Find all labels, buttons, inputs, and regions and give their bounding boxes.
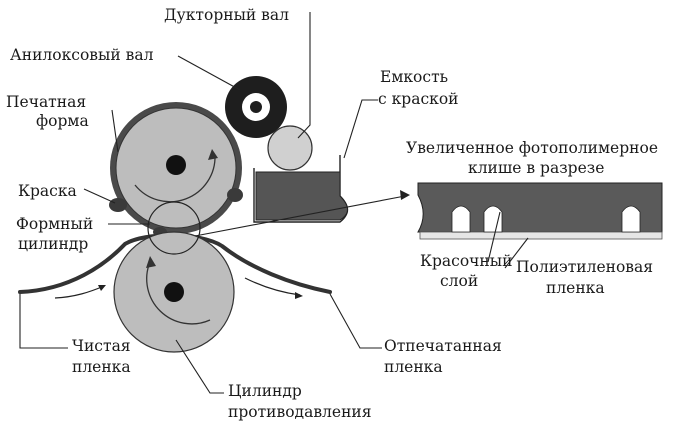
- magnification-line: [194, 195, 406, 237]
- impression-cylinder: [113, 231, 235, 353]
- plate-leader: [111, 109, 119, 153]
- label-printed-film-2: пленка: [384, 358, 443, 376]
- plate-cylinder-axle: [166, 155, 186, 175]
- film-in-arrowhead: [98, 285, 106, 291]
- magnification-arrowhead: [400, 190, 410, 200]
- ink-leader: [83, 188, 116, 204]
- ductor-roll: [225, 76, 287, 138]
- nip-magnifier-circle: [147, 201, 201, 255]
- ink-blobs: [109, 188, 243, 237]
- ink-layer-leader: [487, 211, 501, 263]
- impression-cylinder-axle: [164, 282, 184, 302]
- film-out-arrowhead: [295, 292, 303, 299]
- ink-tank: [253, 155, 349, 223]
- printed-film-leader: [329, 293, 382, 349]
- plate-rotation-arrow: [134, 154, 216, 203]
- labels: Дукторный вал Анилоксовый вал Печатная ф…: [6, 6, 658, 421]
- anilox-roll: [267, 125, 313, 171]
- impression-rotation-arrowhead: [146, 256, 156, 268]
- label-printing-plate-1: Печатная: [6, 93, 86, 111]
- anilox-leader: [177, 55, 241, 91]
- pe-film-leader: [504, 237, 529, 269]
- label-clean-film-1: Чистая: [72, 337, 131, 355]
- label-impression-cyl-2: противодавления: [228, 403, 372, 421]
- label-enlarged-2: клише в разрезе: [468, 159, 604, 177]
- polyethylene-film-strip: [419, 231, 663, 240]
- clean-film-leader: [19, 294, 68, 349]
- label-enlarged-1: Увеличенное фотополимерное: [406, 139, 658, 157]
- label-pe-film-2: пленка: [546, 279, 605, 297]
- ductor-leader: [297, 12, 311, 139]
- label-clean-film-2: пленка: [72, 358, 131, 376]
- impression-leader: [175, 339, 224, 394]
- label-ductor-roll: Дукторный вал: [164, 6, 289, 24]
- label-anilox-roll: Анилоксовый вал: [10, 46, 154, 64]
- impression-rotation-arrow: [146, 261, 211, 325]
- plate-rotation-arrowhead: [208, 149, 218, 160]
- label-plate-cylinder-1: Формный: [16, 215, 93, 233]
- label-impression-cyl-1: Цилиндр: [228, 382, 302, 400]
- leader-lines: [19, 12, 529, 394]
- label-ink-tank-1: Емкость: [380, 68, 448, 86]
- enlarged-plate-section: [417, 182, 663, 240]
- film-in-arrow: [54, 285, 105, 299]
- label-ink: Краска: [18, 182, 77, 200]
- label-ink-tank-2: с краской: [378, 90, 459, 108]
- label-pe-film-1: Полиэтиленовая: [516, 258, 653, 276]
- label-ink-layer-2: слой: [440, 272, 478, 290]
- tank-leader: [343, 99, 378, 159]
- ink-in-tank: [255, 171, 348, 221]
- plate-cylinder: [110, 102, 242, 234]
- label-plate-cylinder-2: цилиндр: [18, 235, 88, 253]
- label-printing-plate-2: форма: [36, 112, 89, 130]
- label-printed-film-1: Отпечатанная: [384, 337, 502, 355]
- plate-cells: [451, 205, 641, 233]
- label-ink-layer-1: Красочный: [420, 252, 512, 270]
